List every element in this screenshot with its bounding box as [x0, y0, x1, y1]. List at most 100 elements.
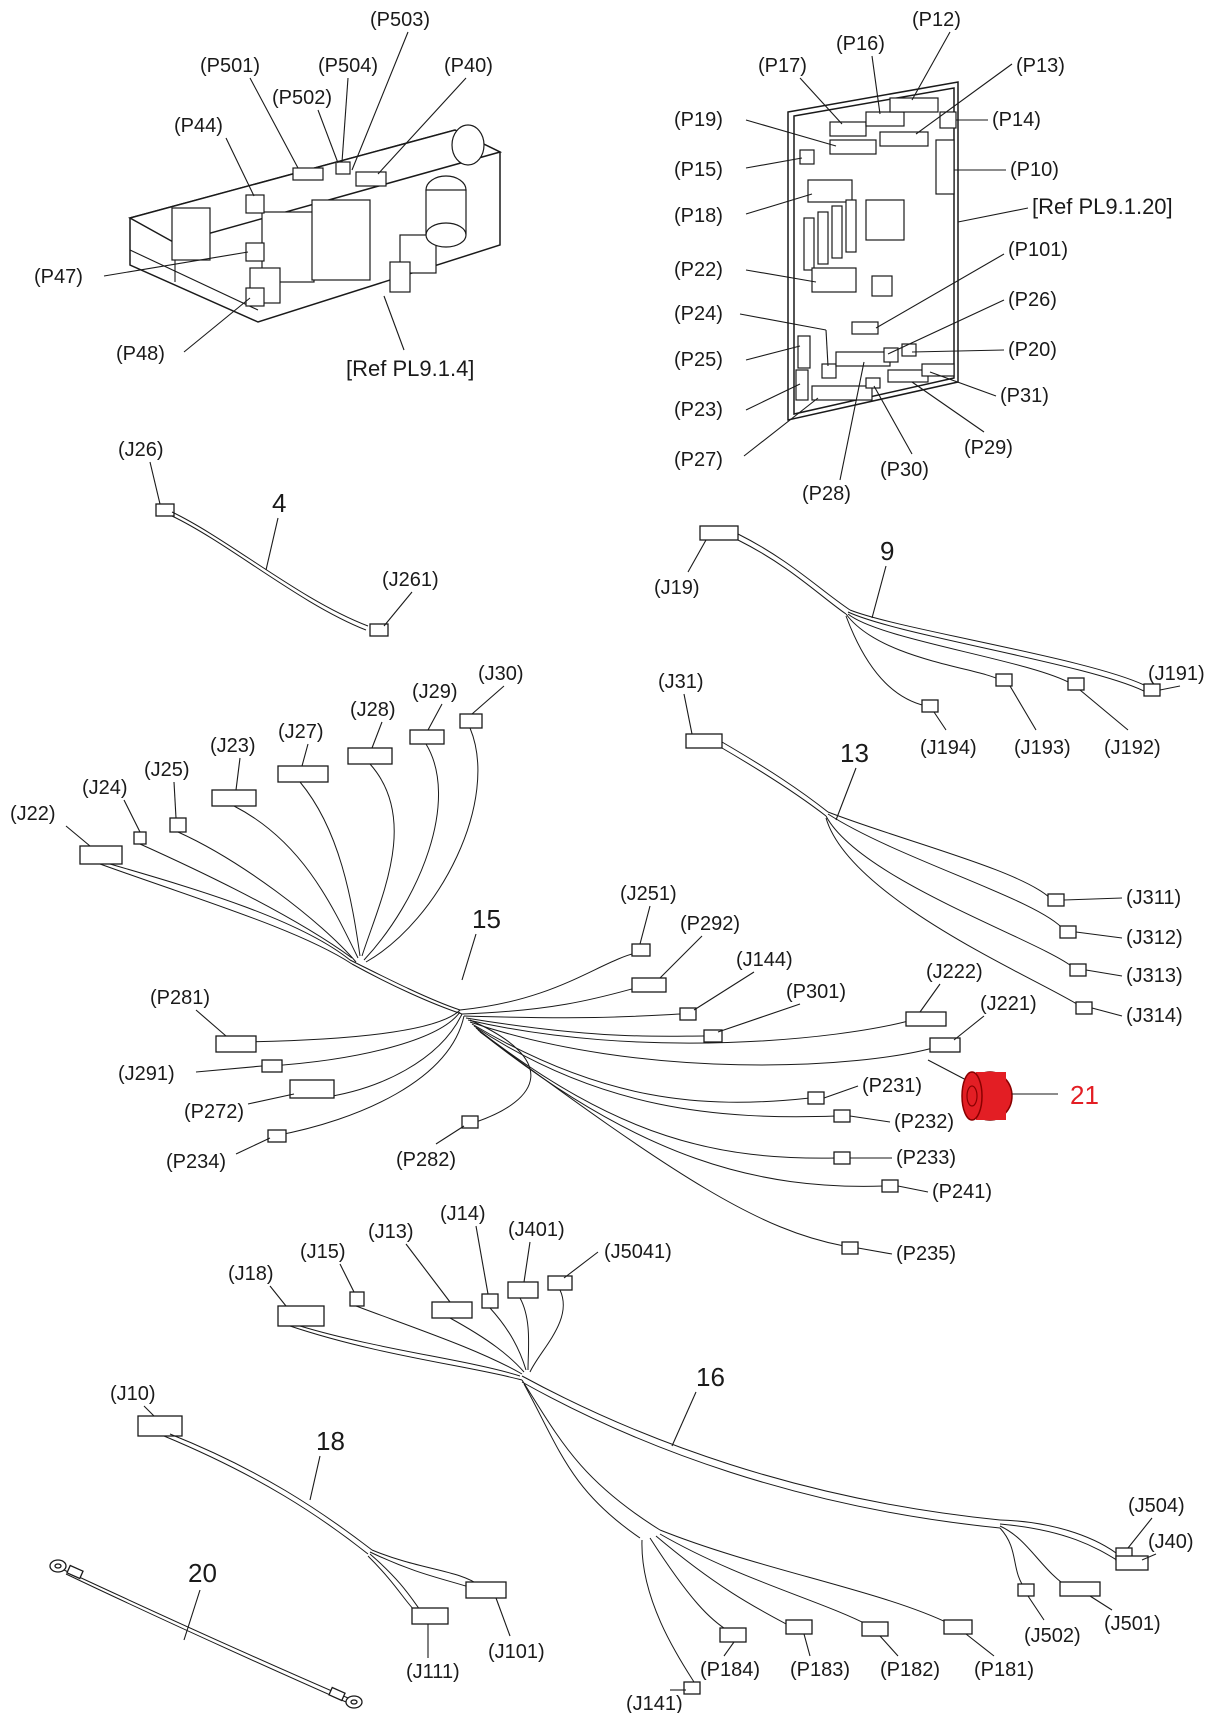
label-p10: (P10)	[1010, 159, 1059, 181]
label-j312: (J312)	[1126, 927, 1183, 949]
label-j502: (J502)	[1024, 1625, 1081, 1647]
ground-wire-20: 20	[49, 1558, 363, 1709]
label-p25: (P25)	[674, 349, 723, 371]
item-number-4: 4	[272, 488, 286, 518]
ferrite-core-21: 21	[927, 1059, 1099, 1121]
label-j504: (J504)	[1128, 1495, 1185, 1517]
item-number-18: 18	[316, 1426, 345, 1456]
item-number-16: 16	[696, 1362, 725, 1392]
label-j28: (J28)	[350, 699, 396, 721]
label-p23: (P23)	[674, 399, 723, 421]
label-p22: (P22)	[674, 259, 723, 281]
label-p27: (P27)	[674, 449, 723, 471]
label-j31: (J31)	[658, 671, 704, 693]
label-p181: (P181)	[974, 1659, 1034, 1681]
label-p26: (P26)	[1008, 289, 1057, 311]
label-p232: (P232)	[894, 1111, 954, 1133]
label-p183: (P183)	[790, 1659, 850, 1681]
label-p30: (P30)	[880, 459, 929, 481]
label-j14: (J14)	[440, 1203, 486, 1225]
label-j314: (J314)	[1126, 1005, 1183, 1027]
label-p272: (P272)	[184, 1101, 244, 1123]
label-p48: (P48)	[116, 343, 165, 365]
label-p15: (P15)	[674, 159, 723, 181]
label-p18: (P18)	[674, 205, 723, 227]
label-p31: (P31)	[1000, 385, 1049, 407]
label-p503: (P503)	[370, 9, 430, 31]
label-p12: (P12)	[912, 9, 961, 31]
label-p234: (P234)	[166, 1151, 226, 1173]
label-p101: (P101)	[1008, 239, 1068, 261]
label-j251: (J251)	[620, 883, 677, 905]
label-j313: (J313)	[1126, 965, 1183, 987]
label-p182: (P182)	[880, 1659, 940, 1681]
label-p17: (P17)	[758, 55, 807, 77]
label-j5041: (J5041)	[604, 1241, 672, 1263]
label-j261: (J261)	[382, 569, 439, 591]
label-j27: (J27)	[278, 721, 324, 743]
harness-18: (J10) 18 (J111) (J101)	[110, 1383, 545, 1683]
harness-13: (J31) 13 (J311) (J312) (J313) (J314)	[658, 671, 1183, 1027]
label-j194: (J194)	[920, 737, 977, 759]
label-j191: (J191)	[1148, 663, 1205, 685]
label-p502: (P502)	[272, 87, 332, 109]
label-p241: (P241)	[932, 1181, 992, 1203]
label-j221: (J221)	[980, 993, 1037, 1015]
label-p16: (P16)	[836, 33, 885, 55]
label-j144: (J144)	[736, 949, 793, 971]
label-p504: (P504)	[318, 55, 378, 77]
label-p184: (P184)	[700, 1659, 760, 1681]
label-j193: (J193)	[1014, 737, 1071, 759]
harness-16: (J18) (J15) (J13) (J14) (J401) (J5041) 1…	[228, 1203, 1194, 1713]
label-j111: (J111)	[406, 1661, 460, 1683]
label-p292: (P292)	[680, 913, 740, 935]
label-j22: (J22)	[10, 803, 56, 825]
label-p282: (P282)	[396, 1149, 456, 1171]
label-j10: (J10)	[110, 1383, 156, 1405]
label-j101: (J101)	[488, 1641, 545, 1663]
power-supply-board	[128, 124, 503, 323]
label-p20: (P20)	[1008, 339, 1057, 361]
label-p501: (P501)	[200, 55, 260, 77]
control-board	[787, 81, 959, 421]
label-j222: (J222)	[926, 961, 983, 983]
label-j24: (J24)	[82, 777, 128, 799]
label-p233: (P233)	[896, 1147, 956, 1169]
label-j19: (J19)	[654, 577, 700, 599]
item-number-21: 21	[1070, 1080, 1099, 1110]
label-j18: (J18)	[228, 1263, 274, 1285]
harness-4: (J26) 4 (J261)	[118, 439, 439, 637]
item-number-20: 20	[188, 1558, 217, 1588]
harness-15: (J22) (J24) (J25) (J23) (J27) (J28) (J29…	[10, 663, 1037, 1265]
label-p28: (P28)	[802, 483, 851, 505]
item-number-9: 9	[880, 536, 894, 566]
label-p29: (P29)	[964, 437, 1013, 459]
label-j30: (J30)	[478, 663, 524, 685]
label-p281: (P281)	[150, 987, 210, 1009]
label-p24: (P24)	[674, 303, 723, 325]
label-p44: (P44)	[174, 115, 223, 137]
label-p301: (P301)	[786, 981, 846, 1003]
label-j29: (J29)	[412, 681, 458, 703]
label-j25: (J25)	[144, 759, 190, 781]
label-j13: (J13)	[368, 1221, 414, 1243]
label-j40: (J40)	[1148, 1531, 1194, 1553]
label-p14: (P14)	[992, 109, 1041, 131]
label-p40: (P40)	[444, 55, 493, 77]
board-labels: (P17) (P16) (P12) (P13) (P14) (P19) (P15…	[674, 9, 1173, 505]
label-j291: (J291)	[118, 1063, 175, 1085]
label-j26: (J26)	[118, 439, 164, 461]
label-p231: (P231)	[862, 1075, 922, 1097]
label-j23: (J23)	[210, 735, 256, 757]
item-number-15: 15	[472, 904, 501, 934]
label-p13: (P13)	[1016, 55, 1065, 77]
label-j15: (J15)	[300, 1241, 346, 1263]
label-j141: (J141)	[626, 1693, 683, 1713]
label-j311: (J311)	[1126, 887, 1181, 909]
board-ref-label: [Ref PL9.1.20]	[1032, 194, 1173, 219]
label-p235: (P235)	[896, 1243, 956, 1265]
psu-ref-label: [Ref PL9.1.4]	[346, 356, 474, 381]
label-p19: (P19)	[674, 109, 723, 131]
psu-labels: (P501) (P502) (P504) (P503) (P40) (P44) …	[34, 9, 493, 381]
